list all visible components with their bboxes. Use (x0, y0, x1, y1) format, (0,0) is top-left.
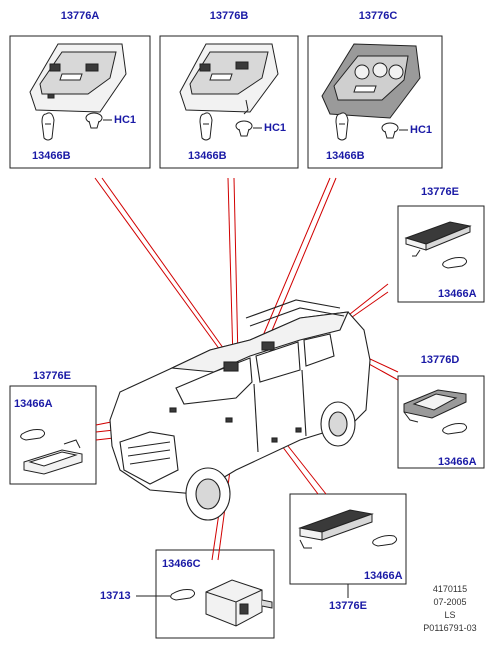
label-bulb-a: 13466B (32, 150, 71, 162)
footer-illustration: P0116791-03 (423, 623, 477, 633)
bulb-13466a-d (442, 423, 468, 435)
label-hc1-a: HC1 (114, 114, 137, 126)
console-a-illustration (29, 43, 127, 113)
bulb-13466c (170, 589, 196, 601)
lamp-e-left-illustration (23, 439, 83, 475)
clip-hc1-c (381, 122, 408, 139)
console-b-illustration (179, 43, 279, 115)
label-console-b: 13776B (209, 10, 249, 22)
label-lamp-d: 13776D (420, 354, 460, 366)
clip-hc1-a (85, 112, 112, 129)
label-bulb-d: 13466A (438, 456, 477, 468)
label-switch-part: 13713 (100, 590, 131, 602)
box-lamp-e-top (397, 205, 485, 303)
lamp-e-bottom-illustration (298, 509, 374, 549)
clip-hc1-b (235, 120, 262, 137)
label-lamp-e-bottom: 13776E (329, 600, 367, 612)
label-hc1-b: HC1 (264, 122, 287, 134)
console-c-illustration (321, 43, 421, 119)
bulb-13466b-a (41, 112, 55, 141)
box-lamp-d (397, 375, 485, 469)
vehicle-illustration (109, 299, 371, 521)
footer-code: LS (444, 610, 456, 620)
label-console-c: 13776C (358, 10, 398, 22)
label-bulb-e-left: 13466A (14, 398, 53, 410)
label-bulb-e-top: 13466A (438, 288, 477, 300)
switch-13713-illustration (205, 579, 273, 627)
bulb-13466a-e-left (20, 429, 46, 441)
bulb-13466b-b (199, 112, 213, 141)
label-bulb-e-bottom: 13466A (364, 570, 403, 582)
label-bulb-b: 13466B (188, 150, 227, 162)
lamp-e-top-illustration (404, 221, 472, 257)
footer-date: 07-2005 (433, 597, 467, 607)
footer-ref: 4170115 (432, 584, 468, 594)
label-hc1-c: HC1 (410, 124, 433, 136)
label-console-a: 13776A (60, 10, 100, 22)
label-bulb-c-switch: 13466C (162, 558, 201, 570)
label-bulb-c: 13466B (326, 150, 365, 162)
bulb-13466a-e-top (442, 257, 468, 269)
lamp-d-illustration (403, 389, 467, 423)
label-lamp-e-left: 13776E (33, 370, 71, 382)
label-lamp-e-top: 13776E (421, 186, 459, 198)
bulb-13466a-e-bottom (372, 535, 398, 547)
bulb-13466b-c (335, 112, 349, 141)
